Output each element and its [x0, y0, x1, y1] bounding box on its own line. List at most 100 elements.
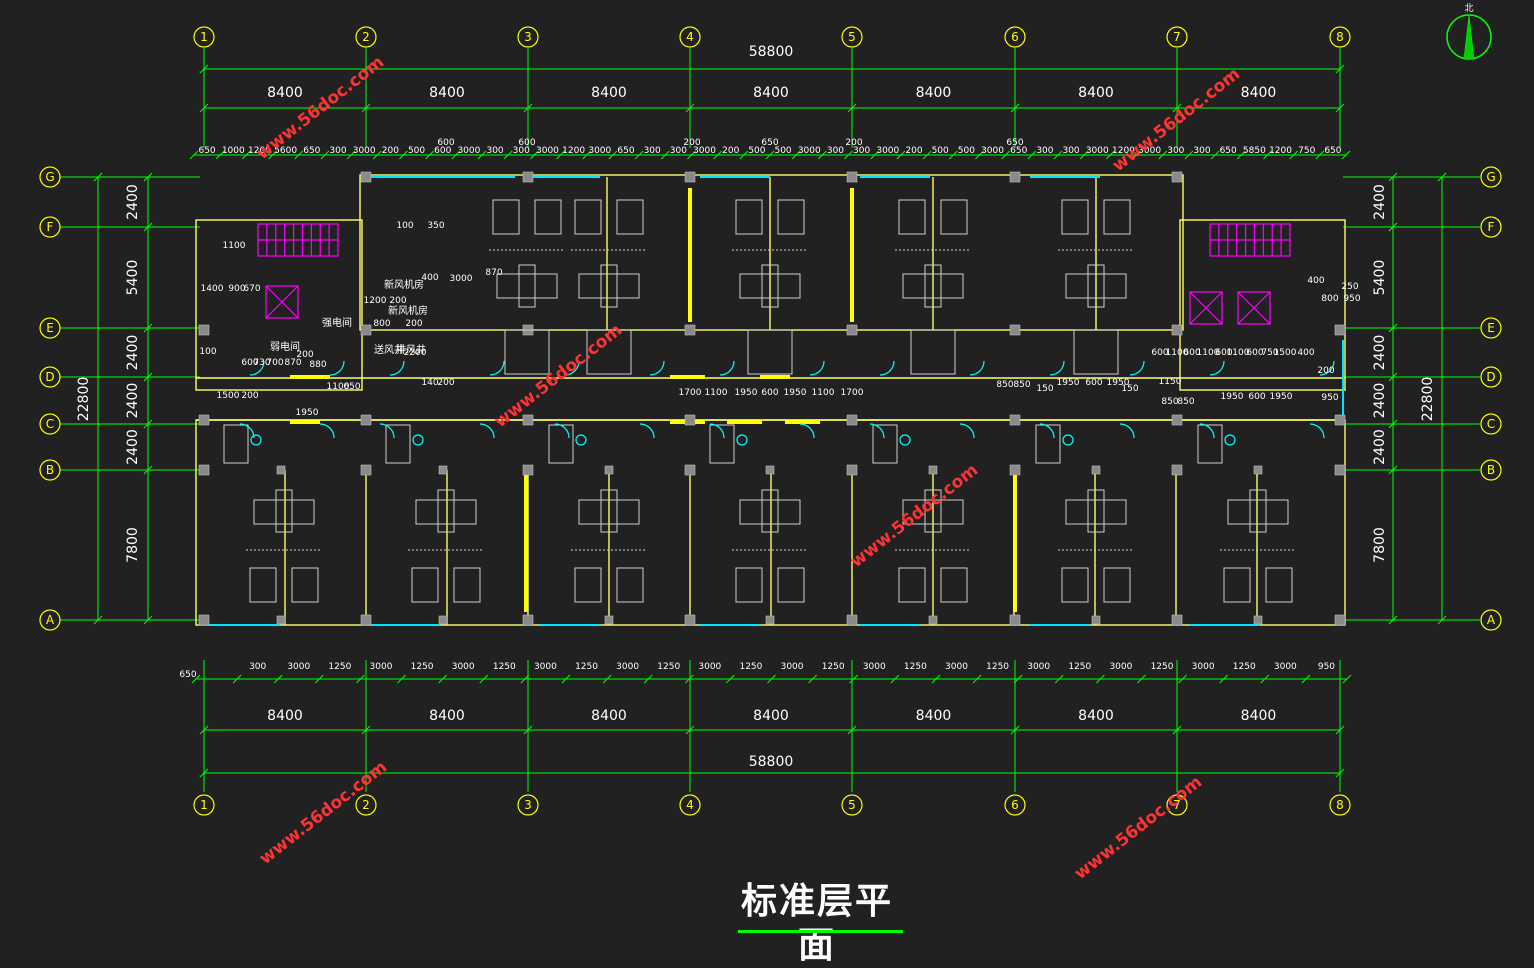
- dimension-tick: [520, 674, 530, 684]
- interior-dimension: 350: [427, 221, 444, 231]
- axis-label: 5: [848, 30, 856, 44]
- top-detail-dimension: 200: [683, 138, 700, 148]
- door-swing-icon: [649, 360, 665, 376]
- axis-bubble: [679, 26, 701, 48]
- top-detail-dimension: 300: [1193, 146, 1210, 156]
- dimension-tick: [1236, 150, 1246, 160]
- axis-bubble: [1480, 459, 1502, 481]
- axis-bubble: [1329, 794, 1351, 816]
- dimension-tick: [199, 725, 209, 735]
- top-detail-dimension: 3000: [798, 146, 821, 156]
- column: [276, 465, 286, 475]
- left-dimension: 2400: [125, 335, 141, 371]
- dimension-tick: [361, 103, 371, 113]
- nightstand-icon: [1087, 264, 1105, 308]
- top-detail-dimension: 300: [513, 146, 530, 156]
- column: [360, 324, 372, 336]
- dimension-tick: [1106, 150, 1115, 160]
- dimension-tick: [361, 725, 371, 735]
- dimension-tick: [975, 150, 984, 160]
- north-arrow-icon: 北: [1446, 3, 1492, 60]
- interior-dimension: 1950: [1107, 378, 1130, 388]
- door-swing-icon: [389, 360, 405, 376]
- interior-dimension: 900: [228, 284, 245, 294]
- bottom-detail-dimension: 3000: [781, 662, 804, 672]
- top-bay-dimension: 8400: [267, 85, 303, 101]
- dimension-tick: [242, 150, 251, 160]
- nightstand-icon: [1249, 489, 1267, 533]
- interior-dimension: 1200: [364, 296, 387, 306]
- bottom-detail-dimension: 300: [249, 662, 266, 672]
- top-detail-dimension: 300: [1062, 146, 1079, 156]
- top-detail-dimension: 1000: [222, 146, 245, 156]
- desk-icon: [253, 499, 315, 525]
- elevator-cross: [265, 285, 299, 319]
- top-detail-dimension: 3000: [876, 146, 899, 156]
- bottom-detail-dimension: 3000: [370, 662, 393, 672]
- left-dimension: 2400: [125, 383, 141, 419]
- axis-label: A: [1487, 613, 1496, 627]
- column: [604, 615, 614, 625]
- dimension-tick: [948, 150, 958, 160]
- dimension-tick: [561, 674, 571, 684]
- door-swing-icon: [719, 360, 735, 376]
- dimension-tick: [1184, 150, 1194, 160]
- walls: [195, 171, 1346, 626]
- bottom-detail-dimension: 1250: [1068, 662, 1091, 672]
- interior-dimension: 1500: [217, 391, 240, 401]
- left-core-outline: [195, 219, 363, 391]
- interior-dimension: 880: [309, 360, 326, 370]
- top-detail-dimension: 300: [1036, 146, 1053, 156]
- nightstand-icon: [1087, 489, 1105, 533]
- axis-bubble: [841, 794, 863, 816]
- dimension-tick: [397, 674, 406, 684]
- right-dimension: 5400: [1372, 260, 1388, 296]
- column: [846, 324, 858, 336]
- column: [276, 615, 286, 625]
- axis-bubble: [1166, 794, 1188, 816]
- bottom-detail-dimension: 1250: [822, 662, 845, 672]
- dimension-tick: [399, 150, 408, 160]
- room-label: 送风井: [374, 343, 404, 356]
- interior-dimension: 650: [343, 382, 360, 392]
- nightstand-icon: [275, 489, 293, 533]
- axis-label: 1: [200, 798, 208, 812]
- interior-dimension: 2200: [404, 348, 427, 358]
- dimension-tick: [438, 674, 447, 684]
- column: [1334, 464, 1346, 476]
- interior-dimension: 1500: [1274, 348, 1297, 358]
- bottom-detail-dimension: 1250: [1233, 662, 1256, 672]
- door-swing-icon: [479, 423, 495, 439]
- bathroom-fixture-icon: [1073, 329, 1119, 375]
- bottom-detail-dimension: 1250: [328, 662, 351, 672]
- elevator-icon: [1237, 291, 1271, 325]
- axis-bubble: [39, 609, 61, 631]
- bed-icon: [898, 199, 926, 235]
- elevator-icon: [1189, 291, 1223, 325]
- top-detail-dimension: 600: [518, 138, 535, 148]
- dimension-tick: [1079, 150, 1089, 160]
- nightstand-icon: [437, 489, 455, 533]
- door-swing-icon: [1309, 423, 1325, 439]
- interior-dimension: 1950: [296, 408, 319, 418]
- top-detail-dimension: 1200: [1269, 146, 1292, 156]
- elevator-cross: [1237, 291, 1271, 325]
- bottom-bay-dimension: 8400: [916, 708, 952, 724]
- dimension-tick: [1027, 150, 1037, 160]
- column: [438, 615, 448, 625]
- bed-icon: [735, 567, 763, 603]
- furniture: [223, 199, 1335, 603]
- bottom-detail-dimension: 1250: [739, 662, 762, 672]
- top-detail-dimension: 650: [617, 146, 634, 156]
- left-dimension: 2400: [125, 429, 141, 465]
- bathroom-fixture-icon: [1197, 424, 1223, 464]
- desk-icon: [1227, 499, 1289, 525]
- interior-dimension: 600: [1085, 378, 1102, 388]
- top-detail-dimension: 600: [437, 138, 454, 148]
- interior-dimension: 730: [253, 358, 270, 368]
- dimension-tick: [713, 150, 722, 160]
- right-total-dimension: 22800: [1420, 377, 1436, 422]
- bottom-bay-dimension: 8400: [1078, 708, 1114, 724]
- column: [522, 614, 534, 626]
- column: [1009, 324, 1021, 336]
